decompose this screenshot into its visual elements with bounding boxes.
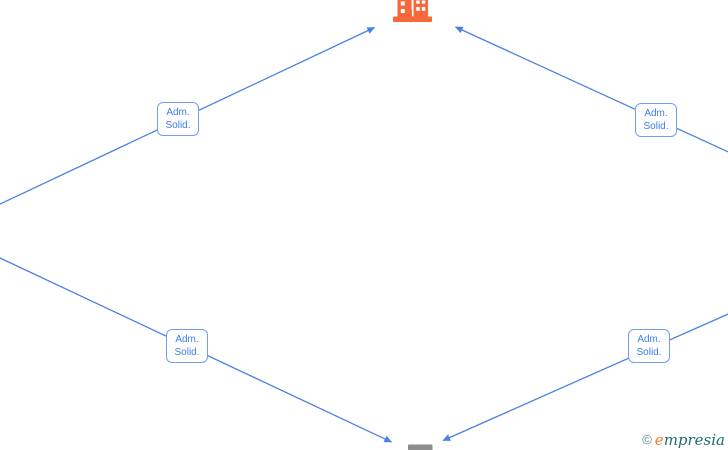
edge-label-line: Adm. xyxy=(637,334,661,345)
top-company-building-icon[interactable] xyxy=(393,0,432,22)
watermark-brand-initial: e xyxy=(654,431,664,449)
edge-label-line: Adm. xyxy=(175,334,199,345)
edge-label-line: Solid. xyxy=(165,120,191,131)
edge-label-line: Adm. xyxy=(644,108,668,119)
edge-label-line: Solid. xyxy=(636,347,662,358)
edge-label-line: Adm. xyxy=(166,107,190,118)
watermark-brand-rest: mpresia xyxy=(663,431,725,449)
edge-label-adm-solid-top-left[interactable]: Adm. Solid. xyxy=(157,102,199,136)
bottom-company-building-icon[interactable] xyxy=(408,444,433,450)
edge-label-adm-solid-bottom-left[interactable]: Adm. Solid. xyxy=(166,329,208,363)
watermark: ©empresia xyxy=(642,431,725,449)
edge-label-adm-solid-top-right[interactable]: Adm. Solid. xyxy=(635,103,677,137)
edge-label-adm-solid-bottom-right[interactable]: Adm. Solid. xyxy=(628,329,670,363)
edge-line-top-right xyxy=(454,26,728,153)
edge-label-line: Solid. xyxy=(643,121,669,132)
copyright-icon: © xyxy=(642,432,652,447)
edge-label-line: Solid. xyxy=(174,347,200,358)
edge-line-bottom-right xyxy=(442,313,728,442)
